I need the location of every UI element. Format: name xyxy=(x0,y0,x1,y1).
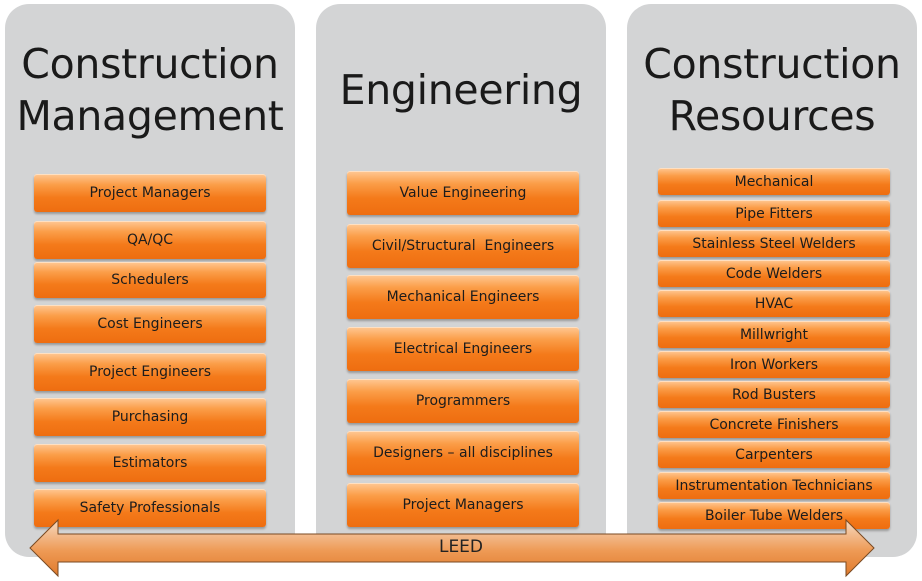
role-box: Project Engineers xyxy=(34,353,266,391)
arrow-shape xyxy=(29,518,875,578)
role-box: Rod Busters xyxy=(658,381,890,408)
role-box: Code Welders xyxy=(658,260,890,287)
leed-label: LEED xyxy=(438,537,484,557)
role-box: Project Managers xyxy=(34,174,266,212)
role-box: Pipe Fitters xyxy=(658,200,890,227)
role-box: Estimators xyxy=(34,444,266,482)
column-title: Construction Resources xyxy=(643,40,901,140)
role-box: Carpenters xyxy=(658,441,890,468)
role-box: Electrical Engineers xyxy=(347,327,579,371)
role-box: Mechanical xyxy=(658,168,890,195)
role-box: Civil/Structural Engineers xyxy=(347,224,579,268)
role-box: Stainless Steel Welders xyxy=(658,230,890,257)
column-construction-resources: Construction Resources Mechanical Pipe F… xyxy=(627,4,917,557)
role-box: Iron Workers xyxy=(658,351,890,378)
role-box: Boiler Tube Welders xyxy=(658,502,890,529)
role-box: Programmers xyxy=(347,379,579,423)
role-box: Designers – all disciplines xyxy=(347,431,579,475)
role-box: Concrete Finishers xyxy=(658,411,890,438)
role-box: Instrumentation Technicians xyxy=(658,472,890,499)
column-construction-management: Construction Management Project Managers… xyxy=(5,4,295,557)
role-box: Safety Professionals xyxy=(34,489,266,527)
role-box: QA/QC xyxy=(34,221,266,259)
role-box: HVAC xyxy=(658,290,890,317)
column-title: Engineering xyxy=(339,66,583,114)
role-box: Schedulers xyxy=(34,262,266,298)
role-box: Cost Engineers xyxy=(34,305,266,343)
role-box: Mechanical Engineers xyxy=(347,275,579,319)
column-title: Construction Management xyxy=(16,40,284,140)
column-engineering: Engineering Value Engineering Civil/Stru… xyxy=(316,4,606,557)
role-box: Millwright xyxy=(658,321,890,348)
role-box: Purchasing xyxy=(34,398,266,436)
role-box: Value Engineering xyxy=(347,171,579,215)
role-box: Project Managers xyxy=(347,483,579,527)
